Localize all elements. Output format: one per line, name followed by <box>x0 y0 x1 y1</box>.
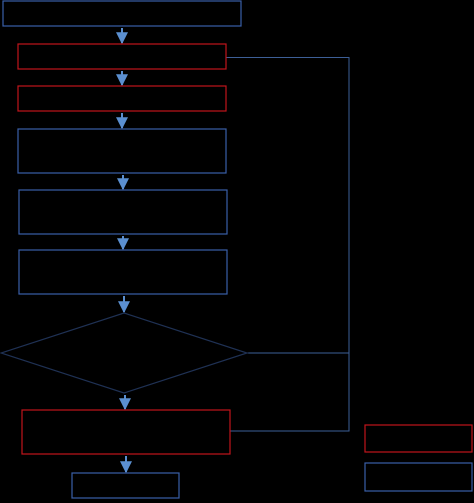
connectors <box>116 28 350 474</box>
node-step-5 <box>18 249 228 295</box>
legend <box>364 424 473 492</box>
decision-diamond <box>0 312 249 394</box>
legend-item-process <box>364 462 473 492</box>
highlight-box <box>17 85 227 112</box>
highlight-box <box>21 409 231 455</box>
process-box <box>71 472 180 499</box>
flowchart-nodes <box>0 0 249 499</box>
node-start <box>2 0 242 27</box>
node-step-4 <box>18 189 228 235</box>
legend-item-highlight <box>364 424 473 453</box>
node-step-3 <box>17 128 227 174</box>
highlight-box <box>17 43 227 70</box>
legend-swatch <box>364 462 473 492</box>
side-loop-connector <box>226 57 350 432</box>
node-end <box>71 472 180 499</box>
node-decision <box>0 312 249 394</box>
process-box <box>18 189 228 235</box>
process-box <box>18 249 228 295</box>
node-step-2 <box>17 85 227 112</box>
process-box <box>2 0 242 27</box>
node-step-1 <box>17 43 227 70</box>
legend-swatch <box>364 424 473 453</box>
node-step-6 <box>21 409 231 455</box>
process-box <box>17 128 227 174</box>
